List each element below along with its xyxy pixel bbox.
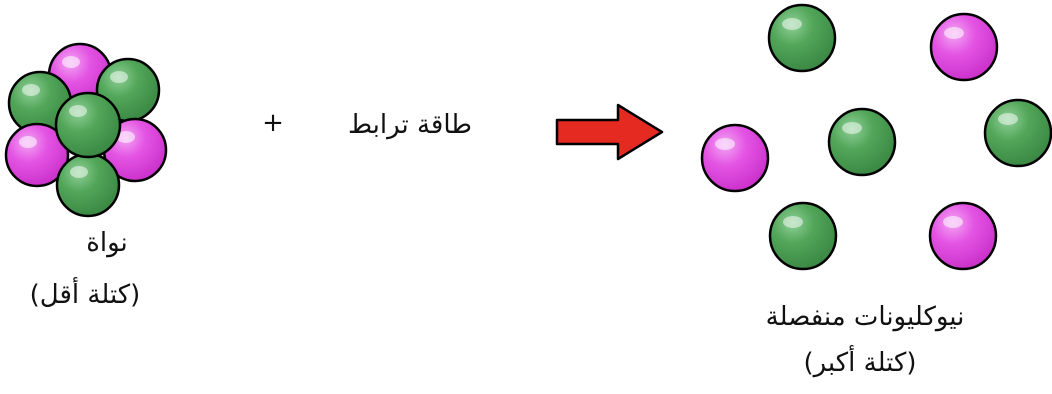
neutron-particle — [983, 98, 1052, 168]
nucleus-mass-label: (كتلة أقل) — [29, 280, 141, 310]
proton-particle — [4, 122, 70, 188]
proton-particle — [929, 12, 999, 82]
neutron-particle — [827, 107, 897, 177]
neutron-particle — [55, 152, 121, 218]
separate-nucleons-label: نيوكليونات منفصلة — [765, 302, 965, 332]
neutron-particle — [54, 91, 122, 159]
proton-particle — [928, 201, 998, 271]
neutron-particle — [767, 3, 837, 73]
plus-sign: + — [262, 108, 284, 138]
nucleus-cluster — [4, 42, 168, 218]
neutron-particle — [768, 201, 838, 271]
binding-energy-label: طاقة ترابط — [348, 110, 472, 140]
nucleus-label: نواة — [86, 228, 128, 258]
proton-particle — [700, 123, 770, 193]
separate-mass-label: (كتلة أكبر) — [803, 348, 917, 378]
reaction-arrow — [555, 103, 664, 161]
separated-nucleons — [700, 3, 1052, 271]
